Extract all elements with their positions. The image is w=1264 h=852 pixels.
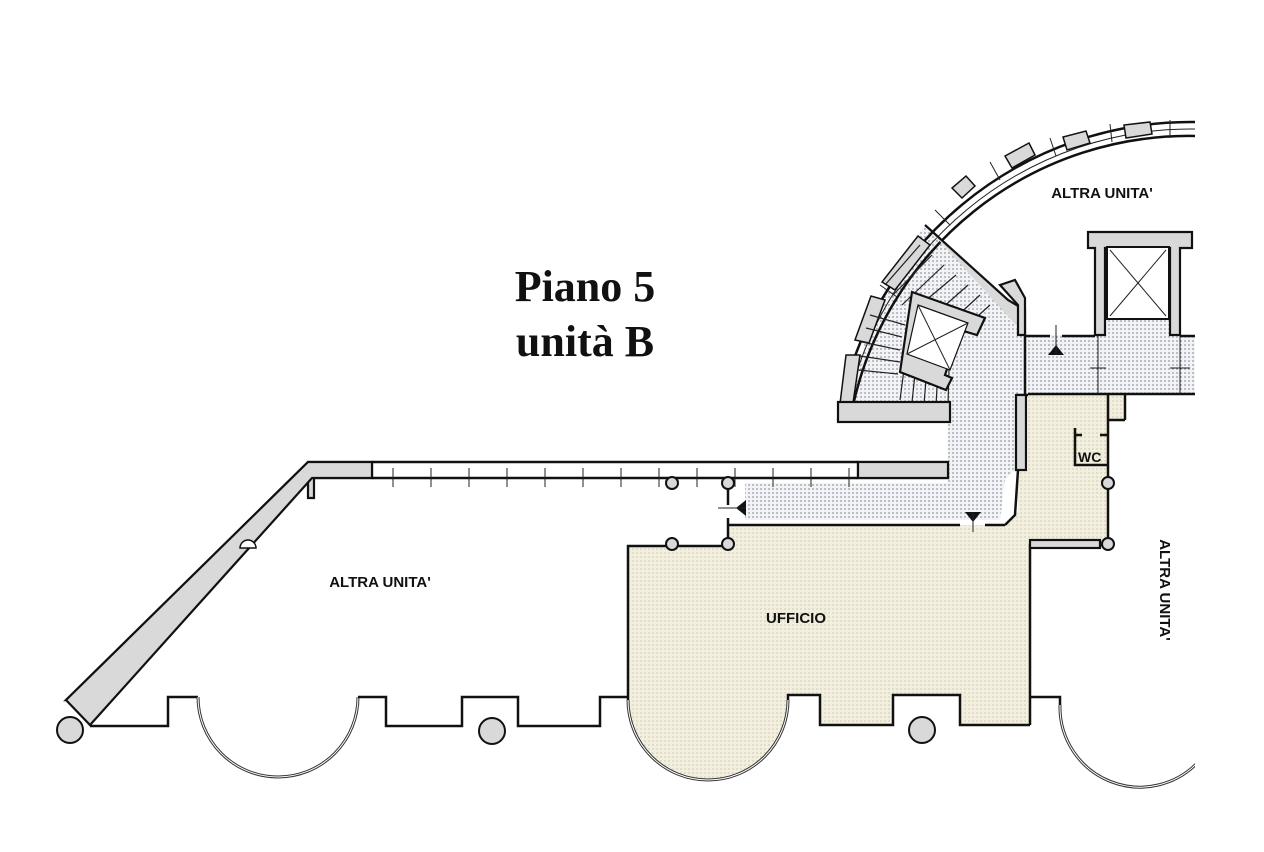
corridor-walls: [1023, 325, 1195, 396]
column-icon: [665, 476, 679, 490]
elevator-core: [1086, 230, 1194, 337]
elevator-cross-icon: [917, 304, 951, 371]
door-swing-icon: [239, 539, 257, 549]
column-icon: [908, 716, 936, 744]
room-label-right: ALTRA UNITA': [1156, 539, 1173, 641]
right-unit-walls: [1030, 695, 1195, 789]
column-icon: [721, 537, 735, 551]
title-floor: Piano 5: [515, 262, 656, 311]
column-icon: [665, 537, 679, 551]
room-label-wc: WC: [1078, 449, 1101, 465]
column-icon: [478, 717, 506, 745]
room-label-top-right: ALTRA UNITA': [1051, 185, 1153, 202]
plan-title: Piano 5 unità B: [515, 262, 656, 366]
north-facade: [372, 460, 950, 490]
staircase: [836, 224, 1027, 480]
column-icon: [721, 476, 735, 490]
column-icon: [1101, 537, 1115, 551]
title-unit: unità B: [516, 317, 654, 366]
left-unit-walls: [56, 460, 628, 779]
room-label-office: UFFICIO: [766, 610, 826, 627]
column-icon: [56, 716, 84, 744]
column-icon: [1101, 476, 1115, 490]
room-label-left: ALTRA UNITA': [329, 574, 431, 591]
office-walls: WC: [626, 393, 1127, 782]
office-area: [628, 395, 1125, 780]
